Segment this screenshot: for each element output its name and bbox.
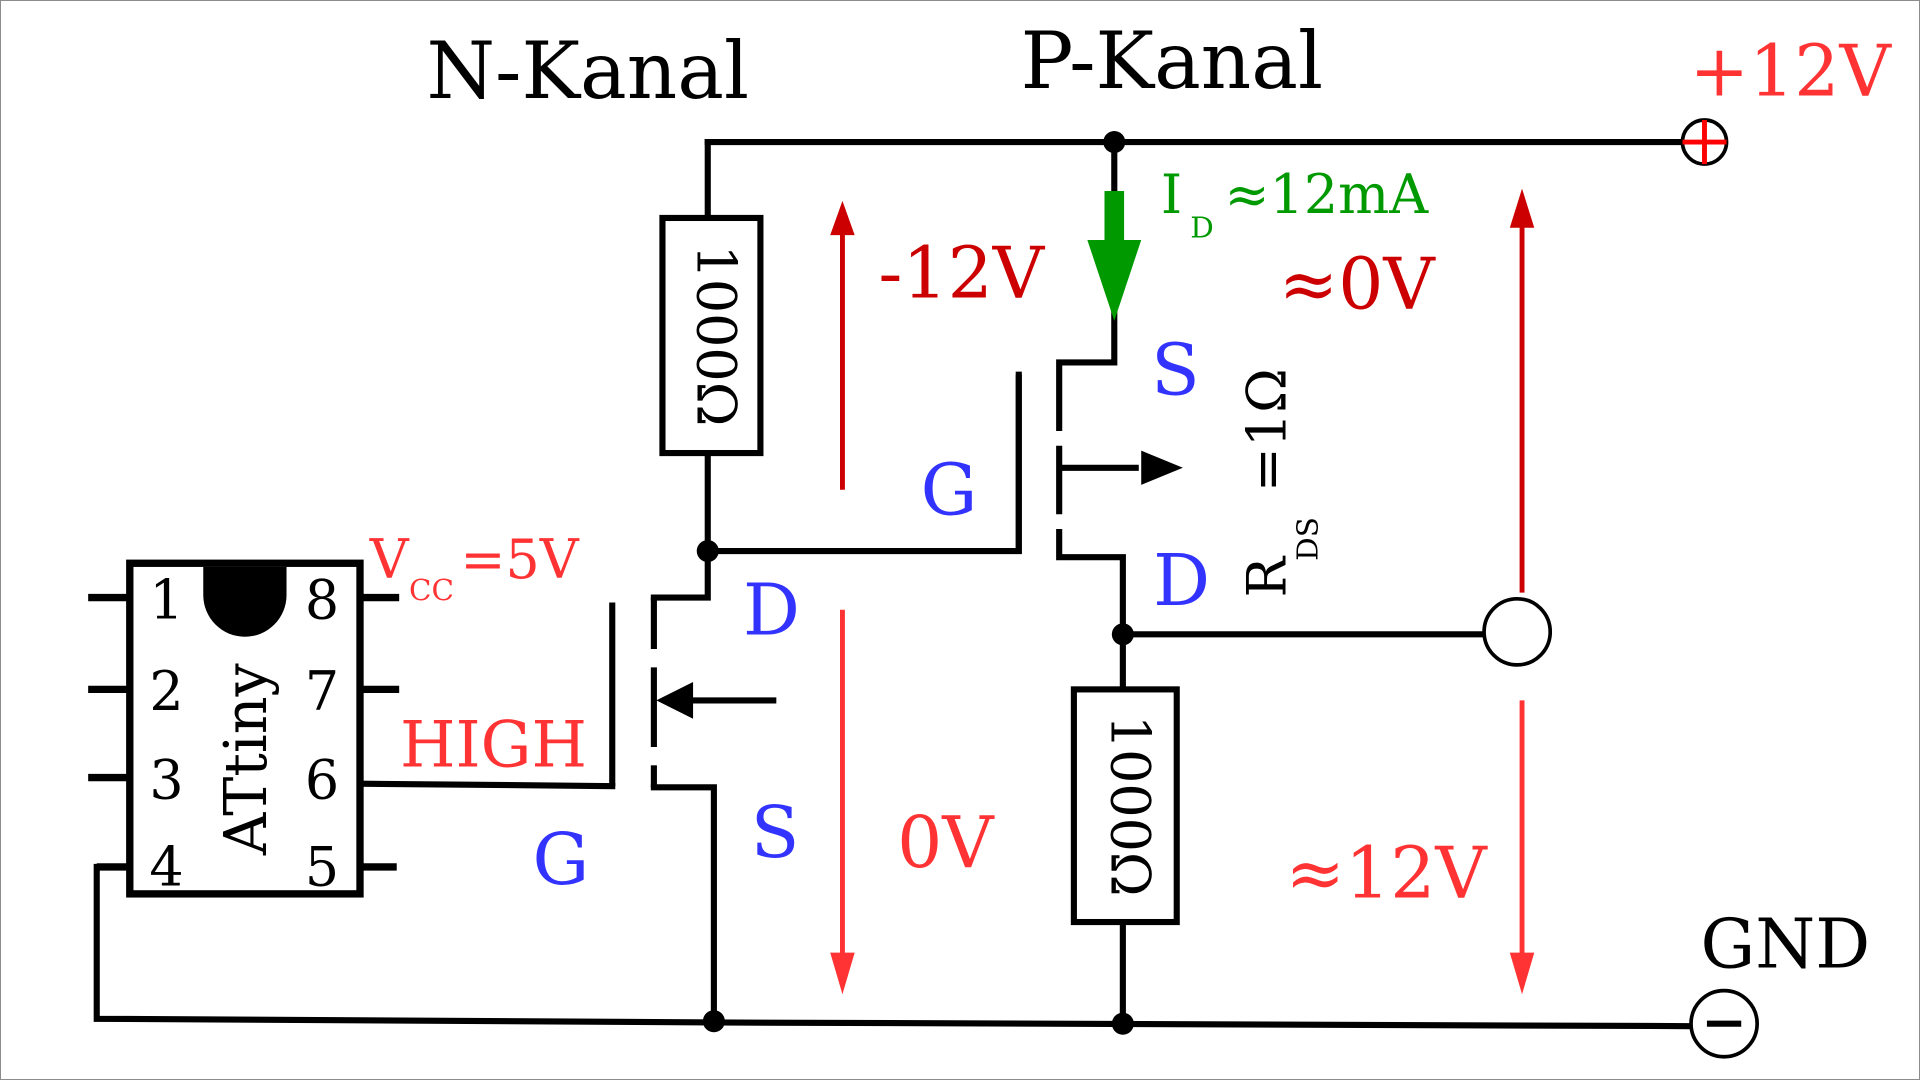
output-terminal-icon [1482,596,1553,667]
attiny-chip: 1 2 3 4 8 7 6 5 ATtiny [88,559,400,898]
ground-rail-wire [93,863,1691,1030]
current-label-value: ≈12mA [1224,163,1429,226]
rds-label: R DS =1Ω [1236,368,1325,597]
vgs-p-arrow-icon [830,200,855,490]
vds-n-label: 0V [897,801,995,884]
chip-notch [203,566,287,637]
vgs-p-label: -12V [878,232,1045,315]
pin-8-label: 8 [305,568,339,631]
positive-supply-label: +12V [1690,30,1893,113]
rds-label-main: R [1236,556,1299,598]
vcc-label-value: =5V [460,528,579,591]
nmos-drain-label: D [743,568,800,651]
mcu-name: ATtiny [211,662,280,856]
vds-n-arrow-icon [830,609,855,995]
p-mosfet [1015,359,1183,635]
output-voltage-label: ≈12V [1286,832,1489,915]
pin-1-label: 1 [149,568,183,631]
nmos-gate-label: G [532,818,589,901]
output-voltage-arrow-icon [1509,700,1535,995]
gnd-junction-n-dot [702,1010,725,1033]
n-channel-title: N-Kanal [426,26,749,117]
nmos-source-wire [650,784,717,1026]
vcc-label-main: V [369,528,410,591]
vcc-label: V CC =5V [369,528,580,607]
rds-label-value: =1Ω [1236,368,1299,492]
rds-label-sub: DS [1291,517,1325,561]
pin-6-label: 6 [305,748,339,811]
current-label-sub: D [1190,211,1214,245]
upper-resistor: 1000Ω [659,214,764,457]
nmos-source-label: S [751,791,800,874]
lower-resistor-value: 1000Ω [1098,715,1161,897]
pin-4-label: 4 [149,835,183,898]
pin6-gate-wire [356,780,616,790]
current-label-main: I [1161,163,1182,226]
pin-5-label: 5 [305,835,339,898]
lower-resistor: 1000Ω [1070,686,1180,926]
vcc-label-sub: CC [409,573,454,607]
n-mosfet [609,597,777,788]
p-channel-title: P-Kanal [1021,16,1323,107]
pmos-gate-label: G [921,448,978,531]
vds-p-label: ≈0V [1279,243,1437,326]
high-state-label: HIGH [400,709,587,783]
upper-resistor-value: 1000Ω [684,245,747,427]
minus-terminal-icon [1689,988,1759,1059]
pin-2-label: 2 [149,660,183,723]
pin-7-label: 7 [305,660,339,723]
pmos-source-label: S [1151,328,1200,411]
ground-label: GND [1700,904,1870,984]
nmos-drain-wire [650,547,711,601]
current-label: I D ≈12mA [1161,163,1429,244]
current-arrow-icon [1087,191,1142,321]
plus-terminal-icon [1680,118,1729,166]
vds-p-arrow-icon [1509,188,1535,593]
pin-3-label: 3 [149,748,183,811]
pmos-drain-label: D [1153,539,1210,622]
